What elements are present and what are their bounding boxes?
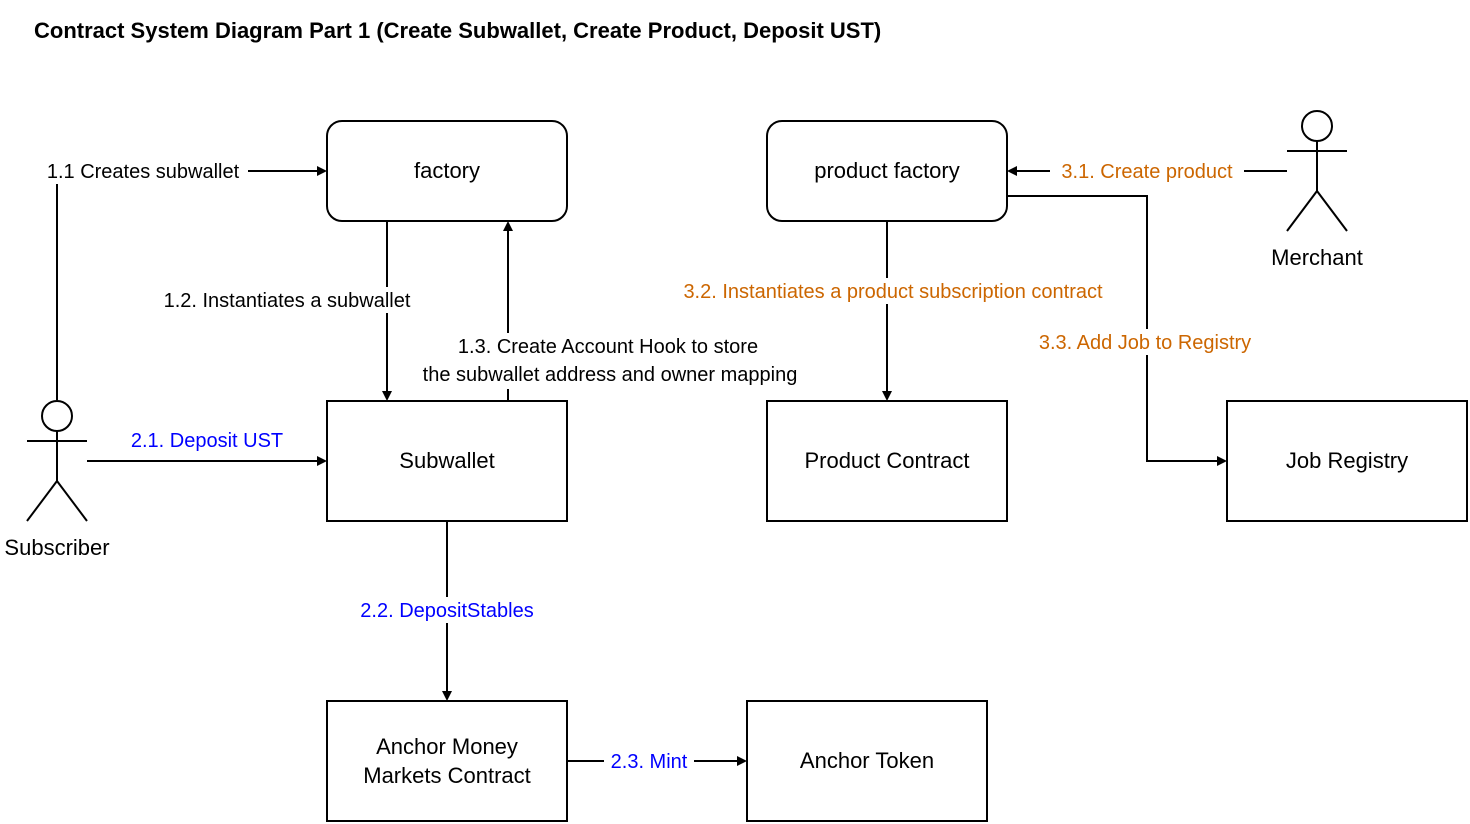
edge-2-3-label: 2.3. Mint — [611, 751, 688, 773]
arrow-2-3 — [737, 756, 747, 766]
edge-1-1 — [56, 170, 318, 400]
subscriber-label: Subscriber — [4, 535, 109, 560]
factory-node — [326, 120, 568, 222]
merchant-actor-icon — [1286, 110, 1348, 232]
product-contract-node — [766, 400, 1008, 522]
job-registry-node — [1226, 400, 1468, 522]
arrow-3-2 — [882, 391, 892, 401]
arrow-3-3 — [1217, 456, 1227, 466]
product-factory-label: product factory — [814, 158, 960, 183]
edge-3-1-label-bg — [1050, 158, 1244, 184]
anchor-token-node — [746, 700, 988, 822]
product-contract-label: Product Contract — [804, 448, 969, 473]
arrow-1-1 — [317, 166, 327, 176]
subwallet-node — [326, 400, 568, 522]
anchor-token-label: Anchor Token — [800, 748, 934, 773]
edge-3-3-label-bg — [1025, 329, 1265, 355]
edge-1-1-label-bg — [36, 158, 248, 184]
edge-3-2-label: 3.2. Instantiates a product subscription… — [683, 281, 1103, 303]
subscriber-actor-icon — [26, 400, 88, 522]
edge-2-2-label: 2.2. DepositStables — [360, 600, 533, 622]
edge-1-2-label-bg — [150, 287, 424, 313]
edge-2-3-label-bg — [604, 748, 694, 774]
edge-3-3 — [1007, 195, 1218, 462]
edge-1-3-label-line1: 1.3. Create Account Hook to store — [458, 336, 758, 358]
anchor-money-markets-node — [326, 700, 568, 822]
anchor-money-markets-label-line1: Anchor Money — [376, 734, 518, 759]
edge-3-2-label-bg — [660, 278, 1126, 304]
edge-1-2-label: 1.2. Instantiates a subwallet — [164, 290, 411, 312]
arrow-2-2 — [442, 691, 452, 701]
edge-2-1-label: 2.1. Deposit UST — [131, 430, 283, 452]
edge-1-1-label: 1.1 Creates subwallet — [47, 161, 240, 183]
merchant-label: Merchant — [1271, 245, 1363, 270]
edge-1-3-label-line2: the subwallet address and owner mapping — [423, 364, 798, 386]
arrow-3-1 — [1007, 166, 1017, 176]
anchor-money-markets-label-line2: Markets Contract — [363, 763, 531, 788]
diagram-title: Contract System Diagram Part 1 (Create S… — [34, 18, 881, 43]
arrow-2-1 — [317, 456, 327, 466]
subwallet-label: Subwallet — [399, 448, 494, 473]
arrow-1-3 — [503, 221, 513, 231]
edge-3-3-label: 3.3. Add Job to Registry — [1039, 332, 1251, 354]
product-factory-node — [766, 120, 1008, 222]
edge-3-1-label: 3.1. Create product — [1061, 161, 1233, 183]
job-registry-label: Job Registry — [1286, 448, 1408, 473]
edge-2-2-label-bg — [350, 597, 544, 623]
factory-label: factory — [414, 158, 480, 183]
edge-1-3-label-bg — [402, 333, 818, 389]
arrow-1-2 — [382, 391, 392, 401]
